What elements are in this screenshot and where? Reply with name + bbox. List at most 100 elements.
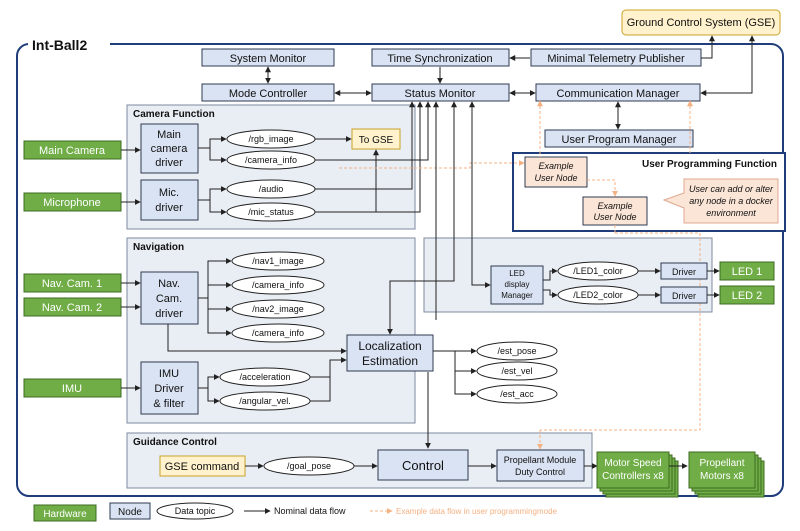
motor-speed-label-1: Motor Speed [604, 458, 661, 469]
topic-audio-label: /audio [259, 184, 284, 194]
user-program-manager-label: User Program Manager [562, 134, 677, 146]
example-user-node-2-label-2: User Node [593, 212, 636, 222]
mic-driver-label-2: driver [155, 202, 183, 214]
main-camera-driver-label-1: Main [157, 129, 181, 141]
navigation-title: Navigation [133, 242, 184, 253]
status-monitor-node [371, 83, 510, 102]
topic-camera-info-nav1 [231, 275, 325, 295]
mic-driver-node [140, 179, 199, 221]
imu-driver-label-1: IMU [159, 368, 179, 380]
main-camera-driver-label-2: camera [151, 143, 189, 155]
user-program-manager-node [544, 129, 694, 148]
hw-nav-cam1-label: Nav. Cam. 1 [42, 278, 102, 290]
topic-mic-status-label: /mic_status [248, 207, 294, 217]
propellant-duty-label-1: Propellant Module [504, 455, 577, 465]
mode-controller-label: Mode Controller [229, 88, 308, 100]
time-sync-label: Time Synchronization [387, 53, 492, 65]
topic-nav2-image [231, 299, 325, 319]
user-programming-title: User Programming Function [642, 159, 777, 170]
led2-driver-label: Driver [672, 291, 696, 301]
propellant-motors [688, 451, 756, 489]
mode-controller-node [201, 83, 335, 102]
topic-est-vel [476, 361, 558, 381]
propellant-duty-node [496, 449, 585, 482]
legend-example-flow-label: Example data flow in user programmingmod… [396, 507, 558, 516]
led-manager-label-2: display [505, 280, 530, 289]
example-user-node-1 [524, 156, 588, 188]
legend-node-label: Node [118, 507, 142, 518]
system-monitor-label: System Monitor [230, 53, 307, 65]
nav-cam-driver-label-3: driver [155, 308, 183, 320]
led1-driver-label: Driver [672, 267, 696, 277]
int-ball2-title: Int-Ball2 [32, 37, 87, 53]
led-manager-label-1: LED [509, 269, 525, 278]
user-note-line-1: User can add or alter [689, 184, 774, 194]
hw-led1-label: LED 1 [732, 266, 763, 278]
time-sync-node [371, 48, 510, 67]
topic-est-acc-label: /est_acc [500, 389, 534, 399]
control-label: Control [402, 458, 444, 473]
int-ball2-frame [16, 43, 784, 497]
topic-nav1-image [231, 251, 325, 271]
gse-box [621, 9, 781, 36]
imu-driver-node [140, 361, 199, 415]
mic-driver-label-1: Mic. [159, 187, 179, 199]
led-display-manager-node [490, 265, 544, 305]
to-gse-label: To GSE [359, 135, 394, 146]
comm-manager-label: Communication Manager [557, 88, 680, 100]
localization-label-1: Localization [358, 339, 421, 353]
status-monitor-label: Status Monitor [405, 88, 476, 100]
hw-microphone-label: Microphone [43, 197, 100, 209]
comm-manager-node [535, 83, 701, 102]
user-note-callout [662, 178, 779, 224]
propellant-motors-label-1: Propellant [699, 458, 744, 469]
hw-led2-label: LED 2 [732, 290, 763, 302]
led-manager-label-3: Manager [501, 291, 533, 300]
nav-cam-driver-label-2: Cam. [156, 293, 182, 305]
topic-camera-info-main-label: /camera_info [245, 155, 297, 165]
legend-nominal-flow-label: Nominal data flow [274, 506, 346, 516]
legend-hardware-swatch [33, 504, 97, 522]
example-user-node-2-label-1: Example [597, 201, 632, 211]
topic-angular-vel-label: /angular_vel. [239, 396, 291, 406]
legend-data-topic-swatch [156, 502, 234, 520]
main-camera-driver-node [140, 123, 199, 174]
localization-label-2: Estimation [362, 354, 418, 368]
motor-speed-label-2: Controllers x8 [602, 471, 664, 482]
topic-rgb-image-label: /rgb_image [248, 134, 293, 144]
control-node [377, 449, 469, 481]
min-telemetry-label: Minimal Telemetry Publisher [547, 53, 685, 65]
motor-speed-controllers [596, 451, 670, 489]
topic-est-pose [476, 341, 558, 361]
hw-led2 [719, 285, 775, 305]
gse-label: Ground Control System (GSE) [627, 17, 776, 29]
imu-driver-label-2: Driver [154, 383, 184, 395]
topic-nav1-image-label: /nav1_image [252, 256, 304, 266]
localization-node [346, 334, 434, 372]
topic-est-pose-label: /est_pose [497, 346, 536, 356]
hw-nav-cam2-label: Nav. Cam. 2 [42, 302, 102, 314]
nav-cam-driver-label-1: Nav. [158, 278, 180, 290]
topic-est-vel-label: /est_vel [501, 366, 532, 376]
topic-camera-info-nav2-label: /camera_info [252, 328, 304, 338]
legend-data-topic-label: Data topic [175, 506, 216, 516]
topic-led2-color-label: /LED2_color [573, 290, 623, 300]
guidance-control-title: Guidance Control [133, 437, 217, 448]
topic-led1-color-label: /LED1_color [573, 266, 623, 276]
nav-cam-driver-node [140, 271, 199, 325]
gse-command-label: GSE command [165, 461, 240, 473]
system-monitor-node [201, 48, 335, 67]
hw-main-camera-label: Main Camera [39, 145, 106, 157]
topic-goal-pose-label: /goal_pose [287, 461, 331, 471]
hw-imu-label: IMU [62, 383, 82, 395]
imu-driver-label-3: & filter [153, 398, 185, 410]
legend-hardware-label: Hardware [43, 509, 87, 520]
topic-nav2-image-label: /nav2_image [252, 304, 304, 314]
user-note-line-2: any node in a docker [689, 196, 774, 206]
hw-led1 [719, 261, 775, 281]
topic-est-acc [476, 384, 558, 404]
topic-camera-info-nav1-label: /camera_info [252, 280, 304, 290]
legend-node-swatch [109, 502, 151, 520]
user-note-line-3: environment [706, 208, 756, 218]
